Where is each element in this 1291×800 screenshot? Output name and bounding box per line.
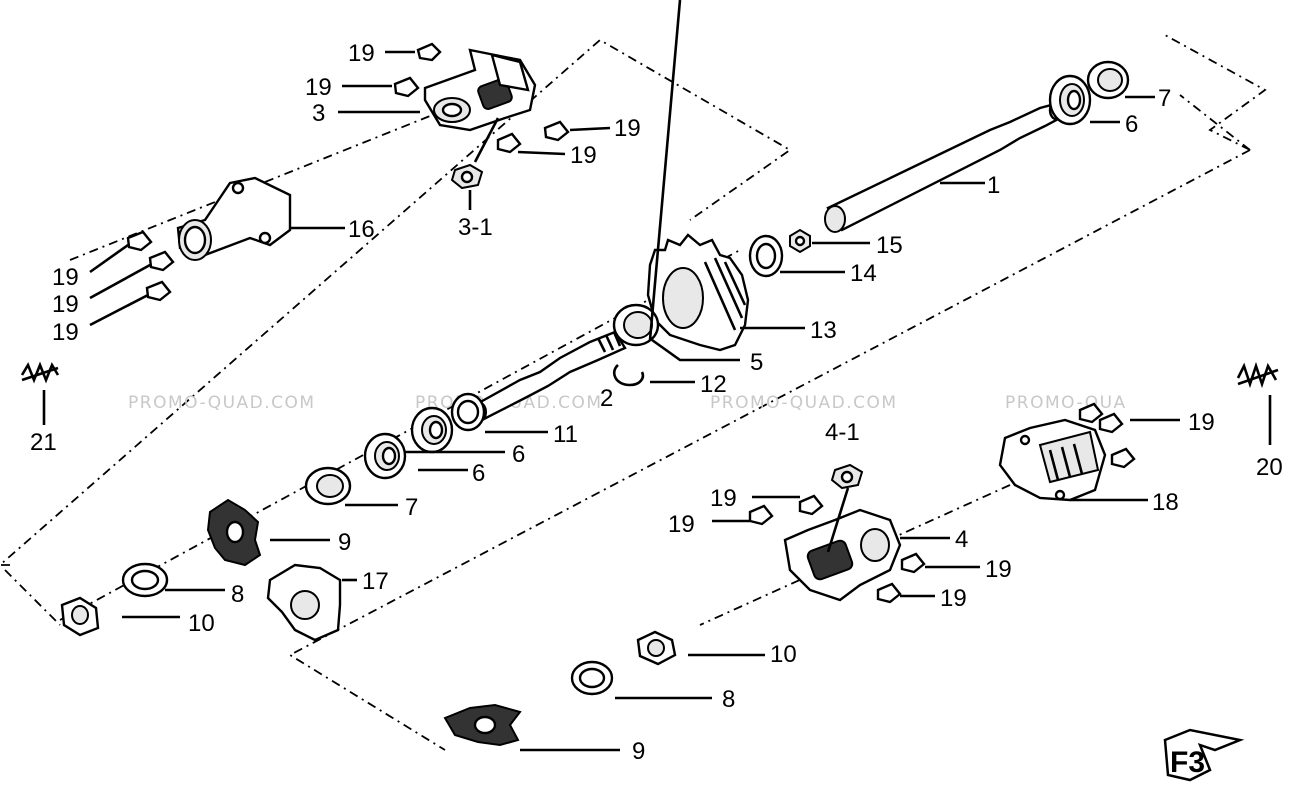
label-19: 19 <box>52 319 79 346</box>
part-15-nut <box>789 228 811 254</box>
bolt-icon <box>900 552 926 574</box>
leader-lines <box>42 0 1272 752</box>
label-15: 15 <box>876 232 903 259</box>
label-19: 19 <box>305 74 332 101</box>
part-13-bevel-gear <box>646 233 750 352</box>
label-12: 12 <box>700 371 727 398</box>
label-19: 19 <box>614 115 641 142</box>
part-17-flange <box>266 563 342 642</box>
part-4-1-grease-nipple <box>826 463 864 553</box>
part-8-washer-left <box>121 562 169 598</box>
bolt-icon <box>393 76 420 98</box>
part-16-splined-housing <box>176 176 292 261</box>
part-10-flange-nut-right <box>636 630 677 666</box>
label-19: 19 <box>985 556 1012 583</box>
label-11: 11 <box>553 421 578 448</box>
part-14-washer <box>748 234 784 278</box>
bolt-icon <box>876 582 902 604</box>
bolt-icon <box>1110 447 1136 469</box>
part-7-oil-seal-upper <box>1086 60 1130 100</box>
bolt-icon <box>496 132 522 154</box>
label-3: 3 <box>312 100 325 127</box>
label-19: 19 <box>52 264 79 291</box>
watermarks: PROMO-QUAD.COM PROMO-QUAD.COM PROMO-QUAD… <box>128 393 1127 413</box>
label-19: 19 <box>52 291 79 318</box>
label-10: 10 <box>770 641 797 668</box>
part-6-bearing-lower-a <box>410 406 454 454</box>
part-7-oil-seal-lower <box>304 466 352 506</box>
label-6: 6 <box>512 441 525 468</box>
bolt-icon <box>798 494 824 516</box>
bolt-icon <box>145 280 172 302</box>
part-4-universal-joint-lower <box>783 508 902 602</box>
part-11-spacer <box>450 392 486 432</box>
watermark-text: PROMO-QUAD.COM <box>128 393 316 413</box>
watermark-text: PROMO-QUAD.COM <box>710 393 898 413</box>
bolts-19 <box>126 42 1136 604</box>
label-20: 20 <box>1256 454 1283 481</box>
part-8-washer-right <box>570 660 614 696</box>
label-19: 19 <box>1188 409 1215 436</box>
label-16: 16 <box>348 216 375 243</box>
label-6: 6 <box>472 460 485 487</box>
label-7: 7 <box>1158 85 1171 112</box>
bolt-icon <box>148 250 175 272</box>
bolt-icon <box>748 504 774 526</box>
brand-logo: F3 <box>1163 728 1245 782</box>
part-3-universal-joint-upper <box>423 48 537 132</box>
part-9-coupling-flange-left <box>206 498 262 567</box>
part-3-1-grease-nipple <box>450 117 500 190</box>
label-19: 19 <box>348 40 375 67</box>
part-5-needle-bearing <box>612 303 660 347</box>
label-8: 8 <box>231 581 244 608</box>
bolt-icon <box>1098 412 1124 434</box>
part-21-spring <box>20 361 60 384</box>
label-9: 9 <box>632 738 645 765</box>
part-18-splined-cover <box>998 418 1107 502</box>
label-19: 19 <box>570 142 597 169</box>
watermark-text: PROMO-QUA <box>1005 393 1127 413</box>
label-3-1: 3-1 <box>458 214 493 241</box>
label-19: 19 <box>710 485 737 512</box>
label-1: 1 <box>987 172 1000 199</box>
label-14: 14 <box>850 260 877 287</box>
label-9: 9 <box>338 529 351 556</box>
label-6: 6 <box>1125 111 1138 138</box>
label-5: 5 <box>750 349 763 376</box>
label-19: 19 <box>940 585 967 612</box>
label-21: 21 <box>30 429 57 456</box>
label-4-1: 4-1 <box>825 419 860 446</box>
part-10-flange-nut-left <box>60 596 100 637</box>
part-1-drive-shaft <box>824 99 1064 233</box>
label-10: 10 <box>188 610 215 637</box>
label-2: 2 <box>600 385 613 412</box>
part-labels: 19 19 3 3-1 19 19 16 19 19 19 21 1 6 7 1… <box>30 40 1283 765</box>
label-13: 13 <box>810 317 837 344</box>
bolt-icon <box>1078 402 1104 424</box>
label-7: 7 <box>405 494 418 521</box>
label-4: 4 <box>955 526 968 553</box>
label-8: 8 <box>722 686 735 713</box>
label-19: 19 <box>668 511 695 538</box>
label-18: 18 <box>1152 489 1179 516</box>
bolt-icon <box>126 230 153 252</box>
part-6-bearing-lower-b <box>363 432 407 480</box>
label-17: 17 <box>362 568 389 595</box>
bolt-icon <box>543 120 570 142</box>
part-6-bearing-upper <box>1048 74 1092 126</box>
part-9-coupling-flange-right <box>443 703 522 747</box>
logo-text: F3 <box>1170 746 1205 779</box>
bolt-icon <box>416 42 442 62</box>
part-12-circlip <box>613 364 645 387</box>
part-20-spring <box>1236 361 1279 389</box>
